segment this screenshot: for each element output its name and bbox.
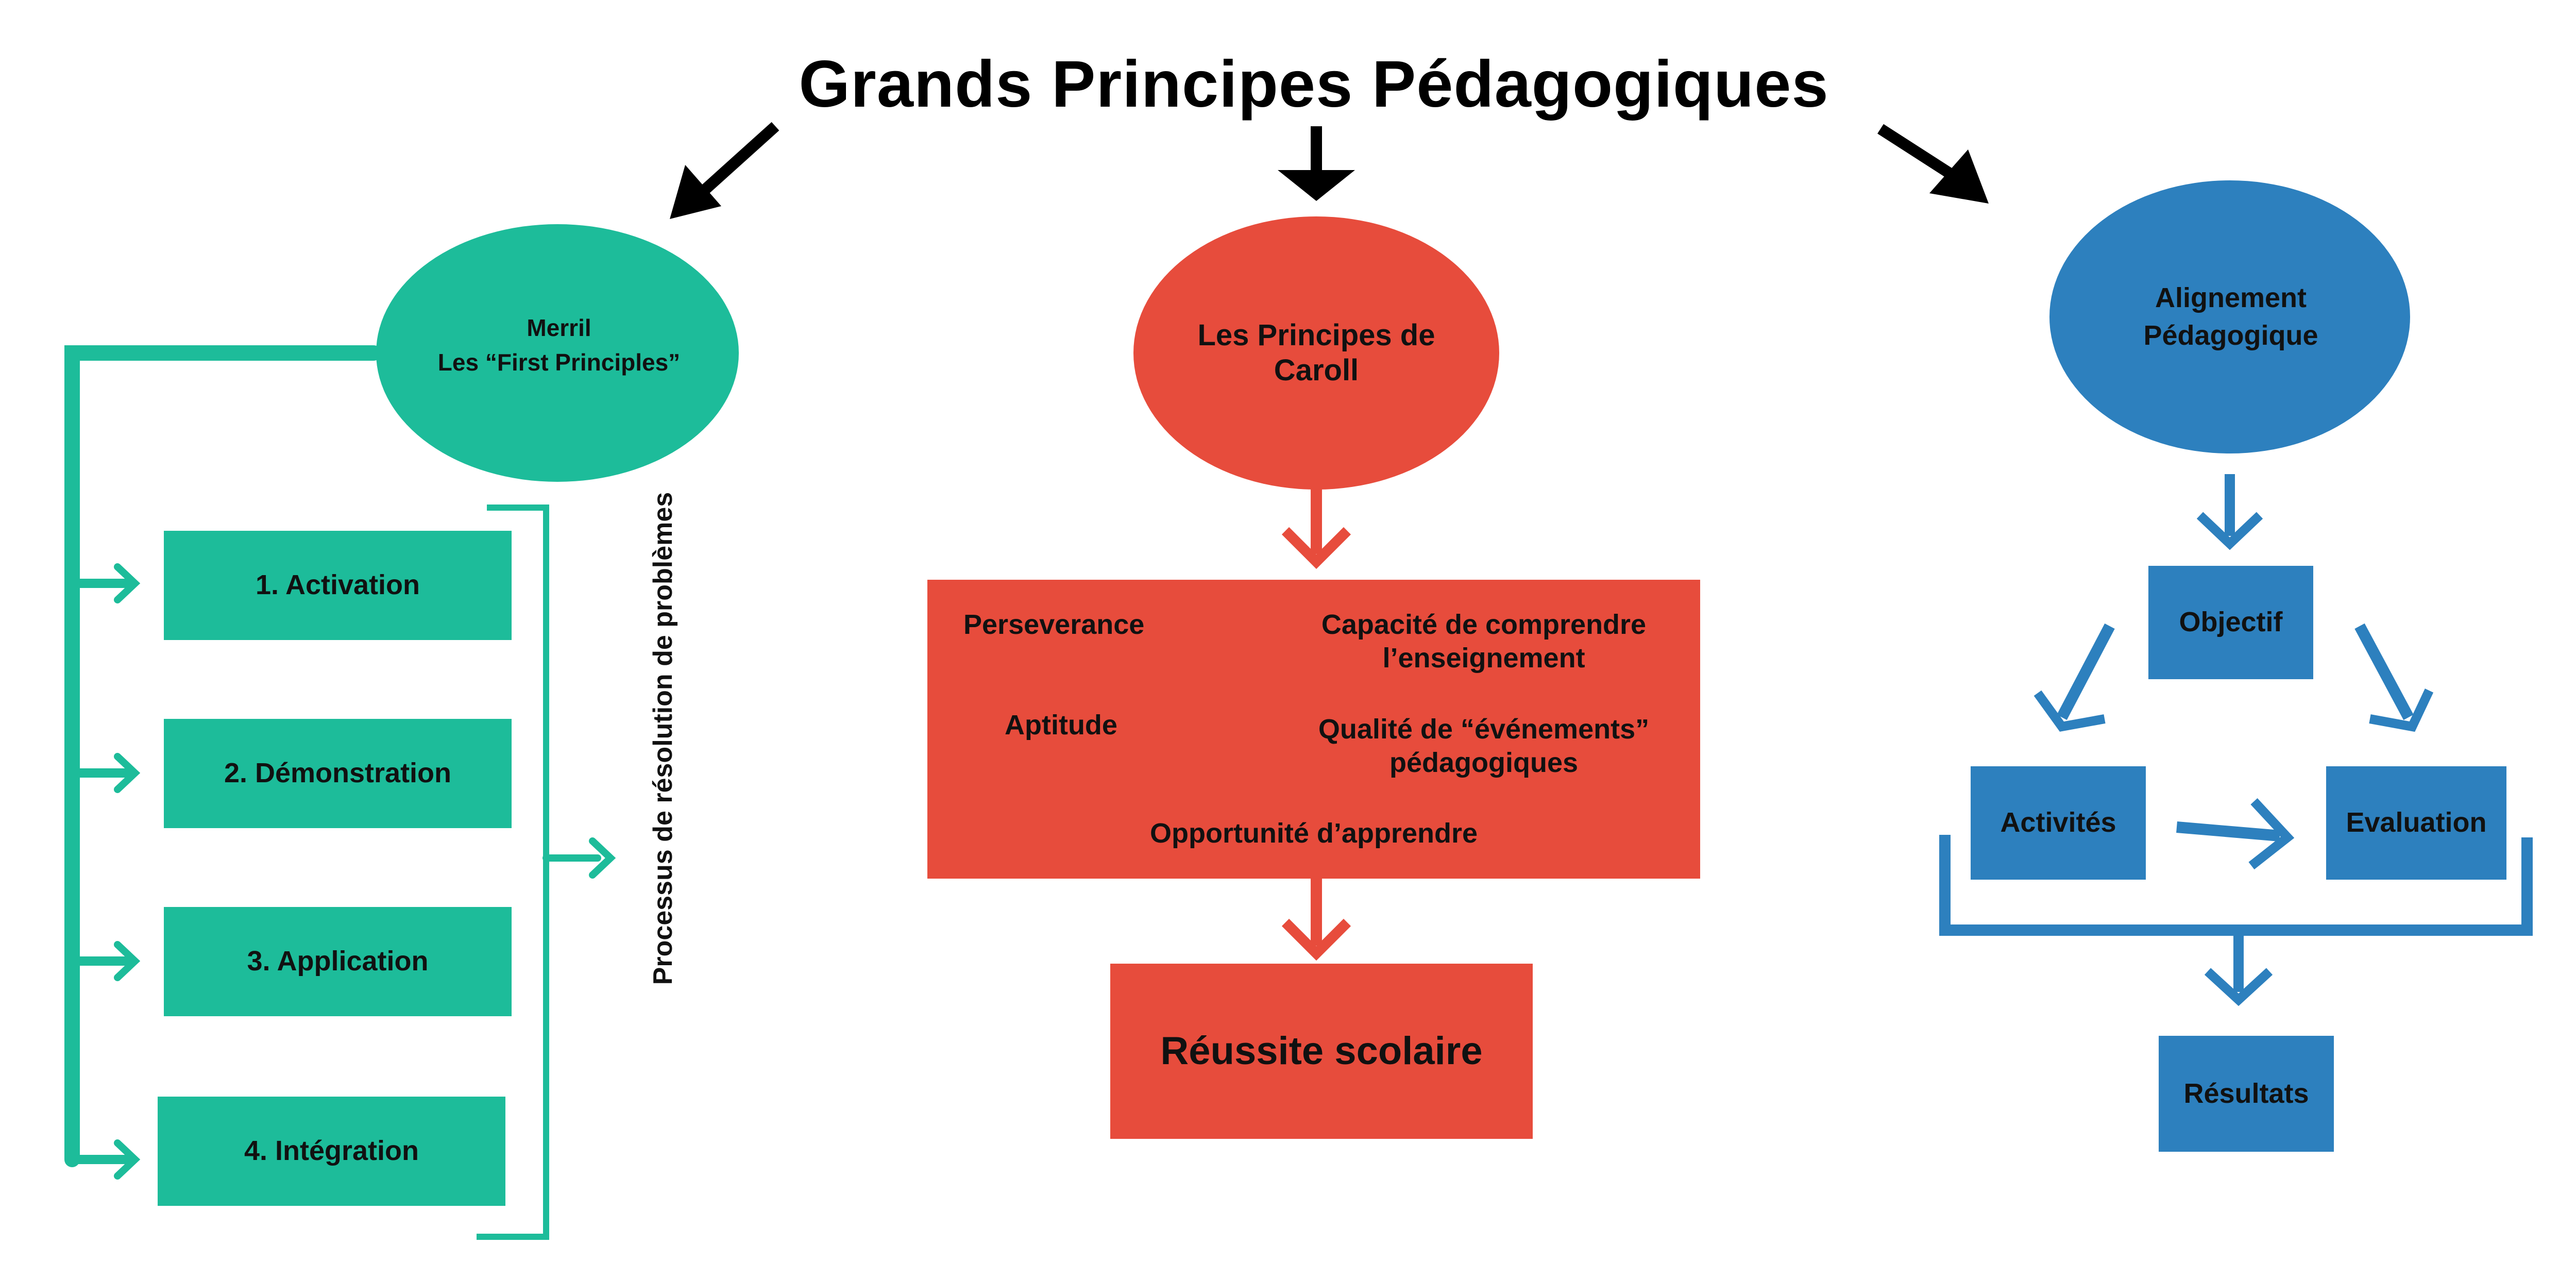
- activites-box: [1971, 766, 2146, 880]
- alignement-ellipse: [2049, 180, 2410, 453]
- caroll-connectors: [1281, 489, 1351, 961]
- evaluation-box: [2326, 766, 2506, 880]
- arrow-left: [694, 122, 779, 200]
- resultats-box: [2159, 1036, 2334, 1152]
- step-demonstration-label: 2. Démonstration: [224, 758, 452, 789]
- page-title: Grands Principes Pédagogiques: [799, 47, 1829, 121]
- arrowhead-integration: [114, 1139, 141, 1180]
- caroll-factors-box: [927, 580, 1700, 879]
- result-label: Réussite scolaire: [1160, 1029, 1483, 1073]
- step-activation-label: 1. Activation: [255, 569, 420, 601]
- merril-connectors: [64, 345, 616, 1240]
- merril-label: Merril Les “First Principles”: [392, 304, 726, 386]
- factor-opportunite: Opportunité d’apprendre: [1149, 818, 1478, 849]
- arrowhead-application: [114, 941, 141, 981]
- merril-trunk: [64, 345, 381, 1167]
- evaluation-label: Evaluation: [2346, 807, 2487, 838]
- arrow-left-head: [670, 165, 721, 219]
- step-box-activation: [164, 531, 512, 640]
- factor-aptitude: Aptitude: [1005, 710, 1117, 741]
- arrowhead-demonstration: [114, 753, 141, 793]
- step-box-application: [164, 907, 512, 1016]
- arrow-right-head: [1929, 149, 1989, 204]
- bracket-label: Processus de résolution de problèmes: [648, 492, 678, 985]
- activites-label: Activités: [2000, 807, 2116, 838]
- caroll-result-box: [1110, 964, 1533, 1139]
- caroll-title: Les Principes de Caroll: [1197, 318, 1435, 387]
- merril-name: Merril: [527, 314, 591, 342]
- factor-capacite: Capacité de comprendre l’enseignement: [1321, 609, 1647, 674]
- alignement-title: Alignement Pédagogique: [2143, 282, 2318, 351]
- factor-perseverance: Perseverance: [963, 609, 1145, 640]
- arrowhead-activation: [114, 563, 141, 603]
- merril-subtitle: Les “First Principles”: [437, 349, 681, 376]
- resultats-label: Résultats: [2183, 1078, 2309, 1109]
- alignement-connectors: [1939, 474, 2533, 1006]
- arrowhead-bracket: [589, 837, 616, 879]
- step-box-integration: [158, 1097, 505, 1206]
- top-arrows: [670, 122, 1989, 219]
- arrow-right: [1877, 124, 1956, 180]
- objectif-box: [2148, 566, 2313, 679]
- objectif-label: Objectif: [2179, 607, 2283, 638]
- step-integration-label: 4. Intégration: [244, 1135, 419, 1167]
- factor-qualite: Qualité de “événements” pédagogiques: [1318, 714, 1650, 778]
- caroll-ellipse: [1133, 216, 1499, 490]
- step-box-demonstration: [164, 719, 512, 828]
- arrow-center-head: [1278, 170, 1355, 201]
- step-application-label: 3. Application: [247, 946, 429, 977]
- steps-bracket: [477, 505, 549, 1240]
- merril-ellipse: [376, 224, 739, 482]
